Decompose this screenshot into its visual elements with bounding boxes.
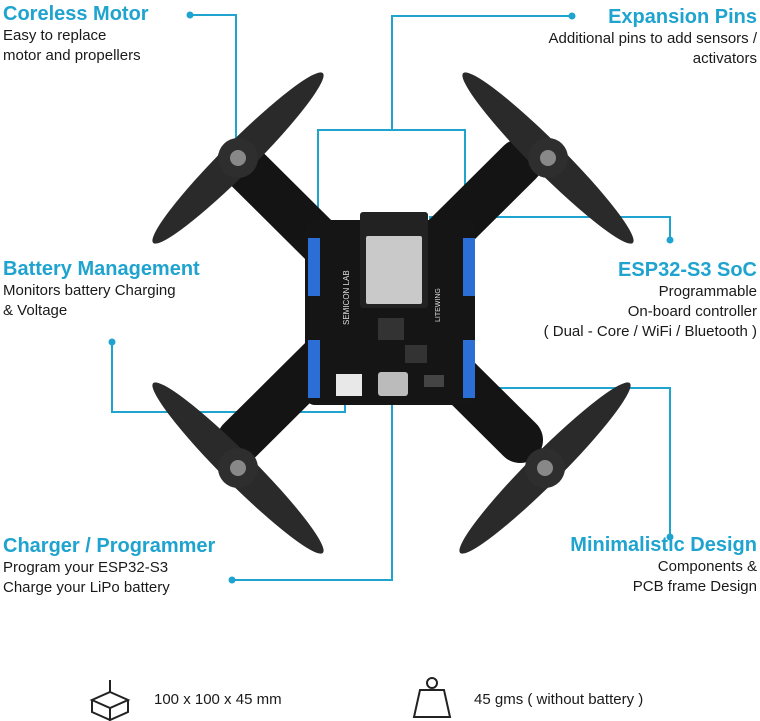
battery-connector — [336, 374, 362, 396]
callout-lines — [111, 14, 671, 581]
feature-minimalistic-design: Minimalistic Design Components & PCB fra… — [570, 533, 757, 597]
feature-title: ESP32-S3 SoC — [618, 259, 757, 281]
feature-esp32-soc: ESP32-S3 SoC Programmable On-board contr… — [544, 258, 757, 342]
feature-line: PCB frame Design — [632, 578, 757, 595]
callout-dots — [108, 11, 674, 584]
spec-dimensions: 100 x 100 x 45 mm — [154, 691, 282, 708]
usb-connector — [378, 372, 408, 396]
feature-line: Programmable — [658, 283, 757, 300]
feature-line: ( Dual - Core / WiFi / Bluetooth ) — [543, 323, 757, 340]
box-dimensions-icon — [89, 680, 131, 721]
feature-title: Charger / Programmer — [3, 535, 216, 557]
pcb-chip — [378, 318, 404, 340]
power-switch — [424, 375, 444, 387]
feature-line: motor and propellers — [3, 47, 141, 64]
feature-line: On-board controller — [627, 303, 757, 320]
feature-title: Minimalistic Design — [570, 534, 757, 556]
feature-line: Additional pins to add sensors / — [548, 30, 757, 47]
pin-headers — [308, 238, 475, 398]
spec-weight: 45 gms ( without battery ) — [474, 691, 644, 708]
feature-line: Program your ESP32-S3 — [3, 559, 169, 576]
motor-bottom-left — [152, 382, 324, 554]
esp32-shield — [366, 236, 422, 304]
feature-line: Easy to replace — [3, 27, 107, 44]
pcb-body — [305, 220, 475, 405]
motor-top-left — [152, 72, 324, 244]
feature-title: Coreless Motor — [3, 3, 149, 25]
feature-battery-management: Battery Management Monitors battery Char… — [3, 257, 200, 321]
feature-line: Monitors battery Charging — [3, 282, 176, 299]
feature-charger-programmer: Charger / Programmer Program your ESP32-… — [3, 534, 215, 598]
feature-line: & Voltage — [3, 302, 68, 319]
feature-line: activators — [692, 50, 757, 67]
feature-title: Battery Management — [3, 258, 200, 280]
feature-line: Charge your LiPo battery — [3, 579, 170, 596]
feature-line: Components & — [657, 558, 757, 575]
motor-bottom-right — [459, 382, 631, 554]
feature-coreless-motor: Coreless Motor Easy to replace motor and… — [3, 2, 149, 66]
weight-icon — [412, 677, 452, 718]
feature-title: Expansion Pins — [608, 6, 757, 28]
motor-top-right — [462, 72, 634, 244]
pcb-module-label: LITEWING — [435, 288, 442, 322]
feature-expansion-pins: Expansion Pins Additional pins to add se… — [549, 5, 757, 69]
pcb-chip — [405, 345, 427, 363]
pcb-brand-label: SEMICON LAB — [342, 270, 351, 325]
